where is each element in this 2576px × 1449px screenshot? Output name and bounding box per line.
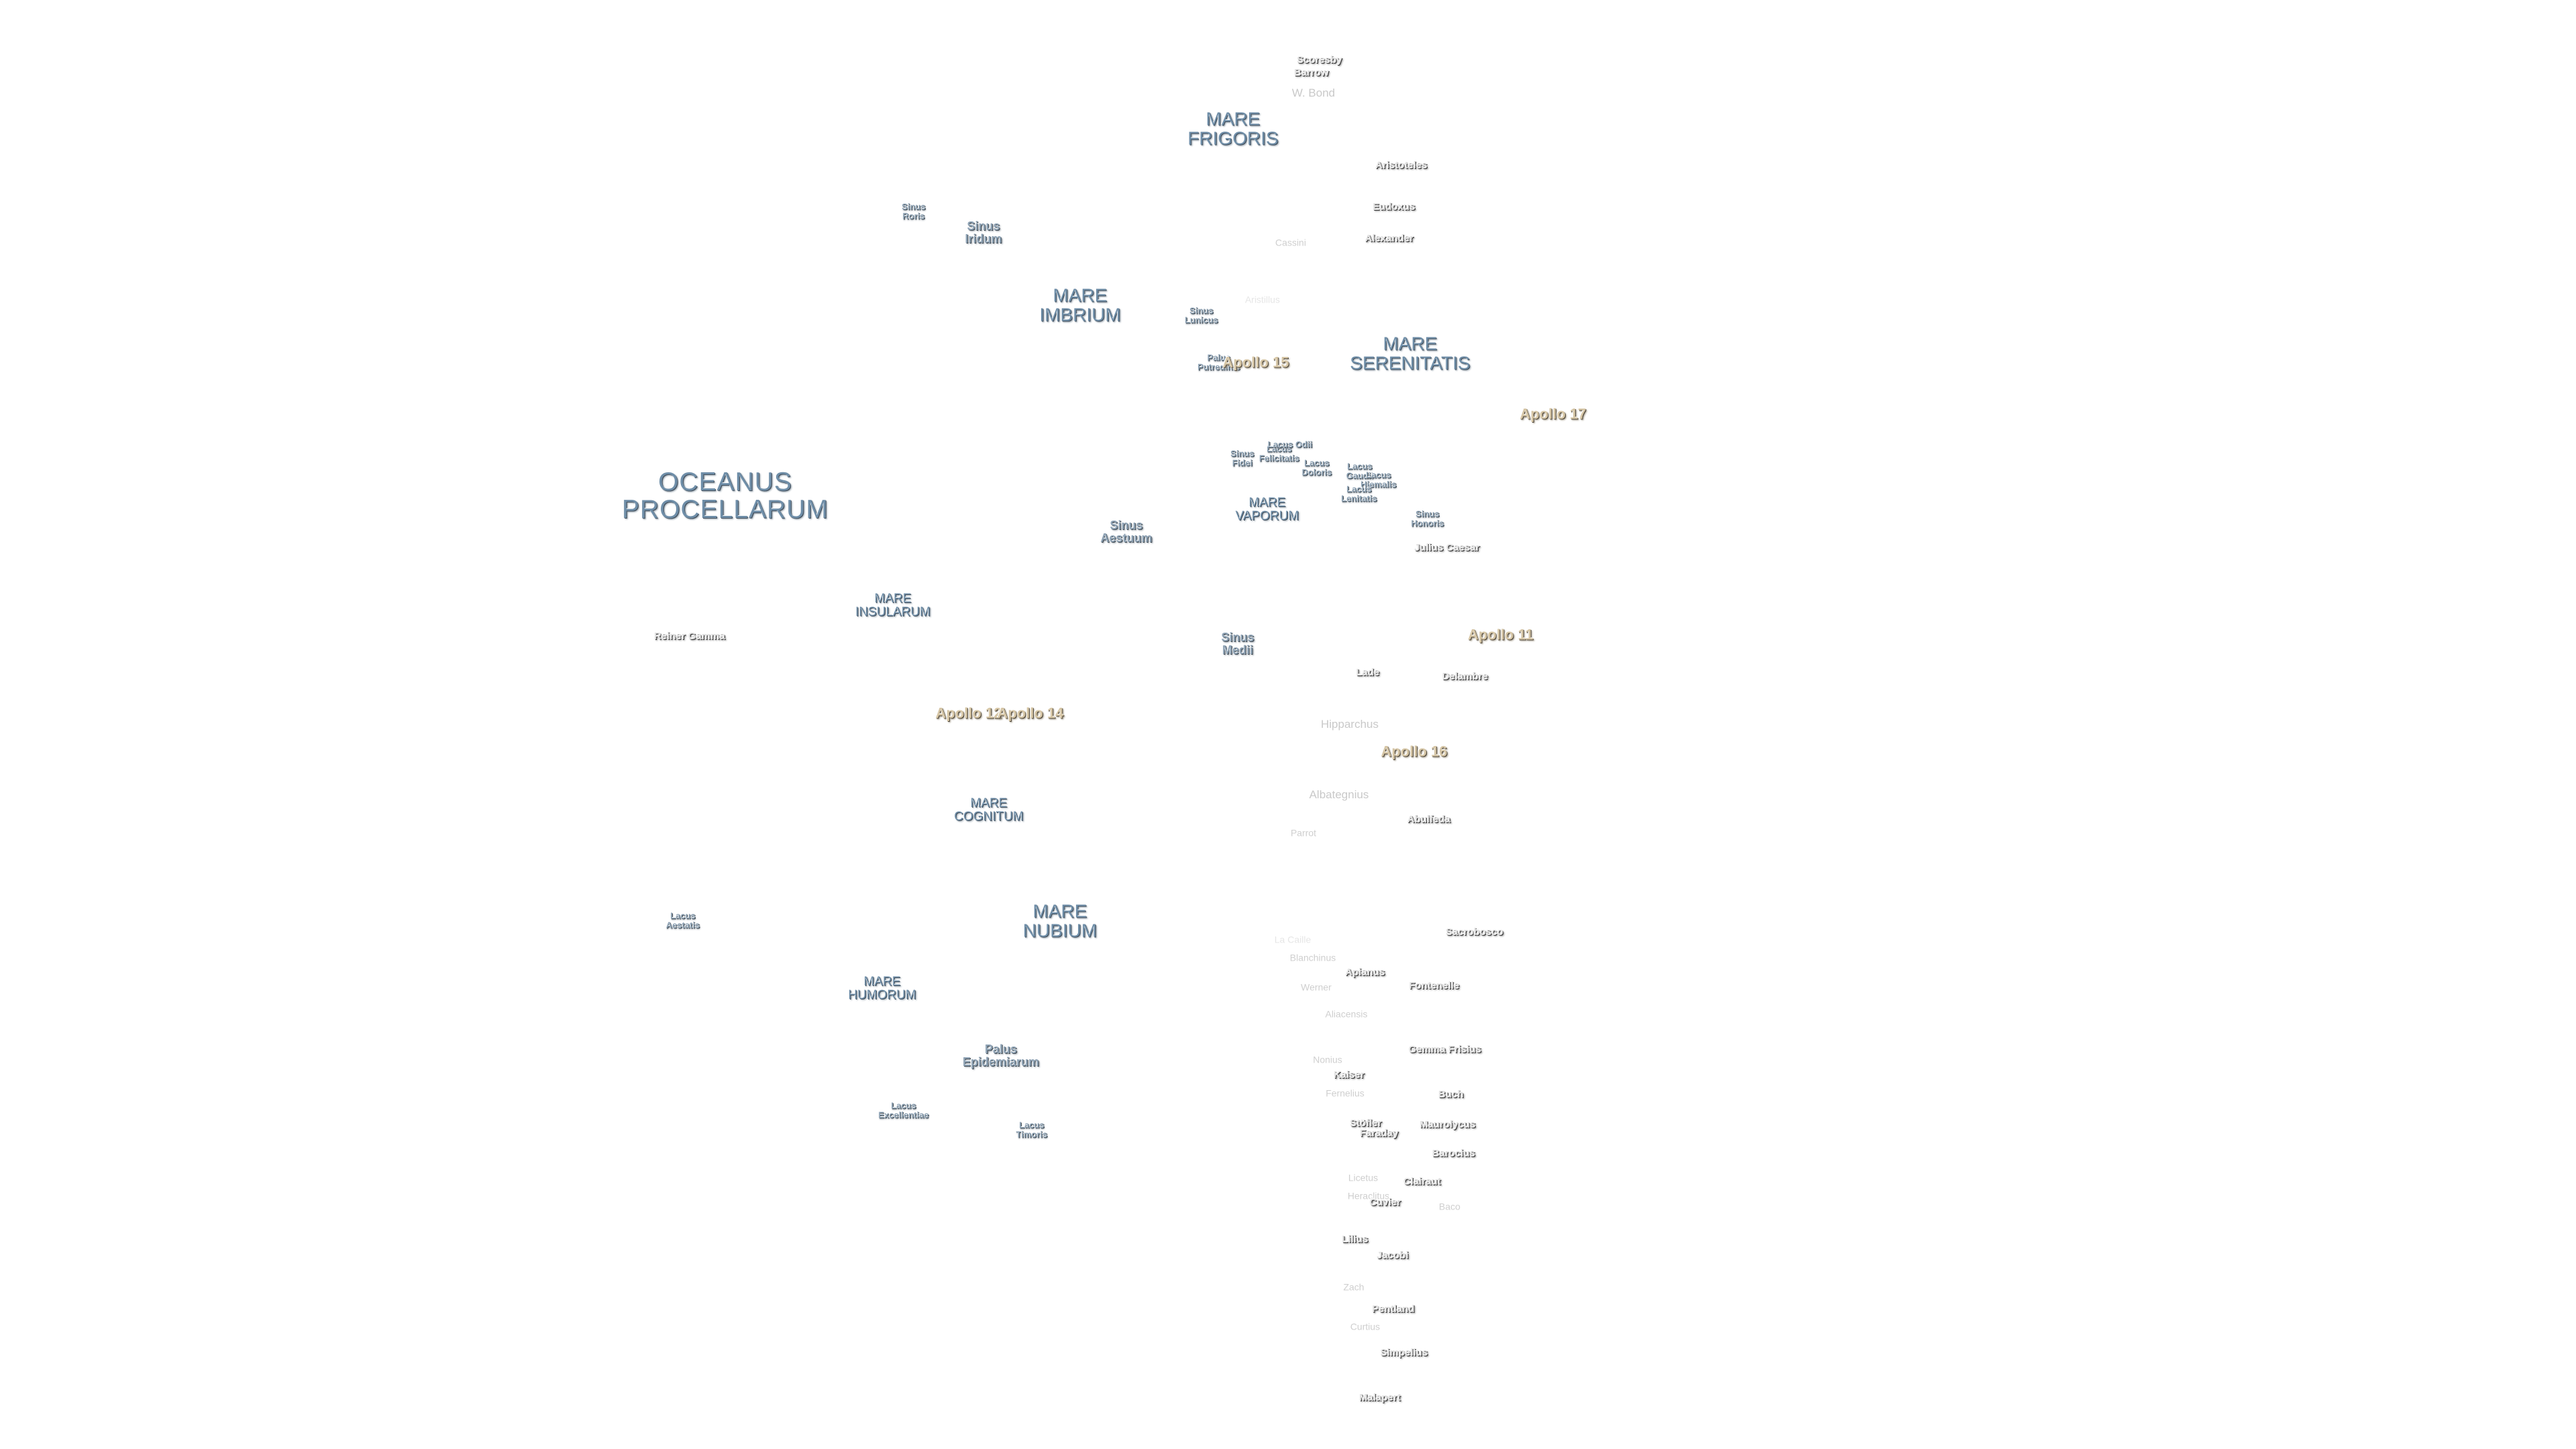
label-lacus-aestatis: Lacus Aestatis	[665, 910, 700, 930]
label-abulfeda: Abulfeda	[1407, 814, 1451, 826]
label-albategnius: Albategnius	[1309, 788, 1369, 802]
label-aliacensis: Aliacensis	[1325, 1008, 1368, 1020]
label-w-bond: W. Bond	[1291, 87, 1336, 100]
label-lacus-hiemalis: Lacus Hiemalis	[1360, 470, 1397, 489]
label-mare-humorum: MARE HUMORUM	[848, 975, 916, 1002]
label-pentland: Pentland	[1372, 1303, 1415, 1316]
label-clairaut: Clairaut	[1403, 1176, 1441, 1188]
label-apollo-16: Apollo 16	[1381, 743, 1448, 760]
label-apollo-11: Apollo 11	[1468, 626, 1534, 643]
label-lacus-doloris: Lacus Doloris	[1301, 458, 1332, 477]
label-zach: Zach	[1343, 1281, 1364, 1293]
label-eudoxus: Eudoxus	[1373, 201, 1415, 213]
label-barocius: Barocius	[1432, 1148, 1476, 1160]
label-sinus-aestuum: Sinus Aestuum	[1100, 519, 1152, 545]
label-licetus: Licetus	[1348, 1172, 1379, 1183]
label-oceanus-procellarum: OCEANUS PROCELLARUM	[622, 468, 828, 524]
label-mare-nubium: MARE NUBIUM	[1022, 900, 1097, 941]
label-aristillus: Aristillus	[1244, 294, 1281, 305]
label-mare-vaporum: MARE VAPORUM	[1235, 496, 1299, 523]
label-scoresby: Scoresby	[1297, 54, 1342, 66]
label-curtius: Curtius	[1350, 1321, 1381, 1332]
label-jacobi: Jacobi	[1377, 1250, 1409, 1262]
label-lade: Lade	[1356, 667, 1380, 679]
label-sinus-iridum: Sinus Iridum	[965, 219, 1002, 246]
label-delambre: Delambre	[1442, 671, 1489, 683]
label-nonius: Nonius	[1313, 1054, 1342, 1065]
label-sinus-honoris: Sinus Honoris	[1411, 508, 1444, 528]
label-apianus: Apianus	[1345, 967, 1385, 979]
label-lacus-excellentiae: Lacus Excellentiae	[878, 1100, 929, 1120]
label-reiner-gamma: Reiner Gamma	[654, 631, 725, 643]
label-mare-frigoris: MARE FRIGORIS	[1187, 108, 1279, 149]
label-sinus-lunicus: Sinus Lunicus	[1185, 305, 1218, 325]
label-stoffler: Stöfler	[1350, 1118, 1382, 1130]
label-alexander: Alexander	[1364, 233, 1414, 245]
label-sinus-fidei: Sinus Fidei	[1230, 448, 1254, 468]
label-sinus-medii: Sinus Medii	[1221, 631, 1254, 657]
label-apollo-12: Apollo 12	[935, 704, 1002, 722]
label-lacus-odii: Lacus Odii	[1267, 439, 1313, 450]
label-apollo-17: Apollo 17	[1519, 405, 1587, 423]
label-gemma-frisius: Gemma Frisius	[1408, 1044, 1482, 1056]
label-palus-putredinis: Palus Putredinis	[1197, 352, 1240, 372]
label-hipparchus: Hipparchus	[1321, 718, 1379, 731]
label-cuvier: Cuvier	[1369, 1197, 1401, 1209]
label-faraday: Faraday	[1360, 1128, 1399, 1140]
label-barrow: Barrow	[1294, 67, 1329, 79]
label-simpelius: Simpelius	[1380, 1347, 1428, 1359]
label-maurolycus: Maurolycus	[1419, 1119, 1476, 1131]
label-apollo-15: Apollo 15	[1222, 354, 1289, 371]
label-aristoteles: Aristoteles	[1375, 160, 1428, 172]
label-baco: Baco	[1439, 1201, 1460, 1212]
label-lacus-timoris: Lacus Timoris	[1016, 1120, 1048, 1139]
label-mare-serenitatis: MARE SERENITATIS	[1350, 333, 1470, 374]
label-sinus-roris: Sinus Roris	[902, 201, 926, 221]
label-lacus-felicitatis: Lacus Felicitatis	[1259, 443, 1299, 463]
label-fontenelle: Fontenelle	[1409, 980, 1460, 992]
label-la-caille: La Caille	[1274, 934, 1311, 945]
label-mare-insularum: MARE INSULARUM	[855, 592, 930, 619]
label-apollo-14: Apollo 14	[997, 704, 1064, 722]
label-lilius: Lilius	[1342, 1234, 1368, 1246]
label-fernelius: Fernelius	[1326, 1087, 1364, 1099]
label-cassini: Cassini	[1275, 237, 1306, 248]
label-mare-cognitum: MARE COGNITUM	[954, 796, 1024, 824]
label-parrot: Parrot	[1290, 827, 1317, 839]
label-malapert: Malapert	[1359, 1392, 1401, 1404]
label-lacus-gaudii: Lacus Gaudii	[1346, 461, 1374, 480]
label-kaiser: Kaiser	[1334, 1069, 1364, 1081]
label-lacus-lenitatis: Lacus Lenitatis	[1341, 484, 1377, 503]
label-sacrobosco: Sacrobosco	[1446, 926, 1503, 938]
label-mare-imbrium: MARE IMBRIUM	[1039, 284, 1121, 325]
label-buch: Buch	[1438, 1089, 1464, 1101]
label-palus-epidemiarum: Palus Epidemiarum	[962, 1042, 1040, 1069]
label-werner: Werner	[1301, 981, 1332, 993]
label-blanchinus: Blanchinus	[1289, 952, 1336, 963]
label-heraclitus: Heraclitus	[1347, 1190, 1390, 1201]
label-julius-caesar: Julius Caesar	[1414, 542, 1480, 554]
